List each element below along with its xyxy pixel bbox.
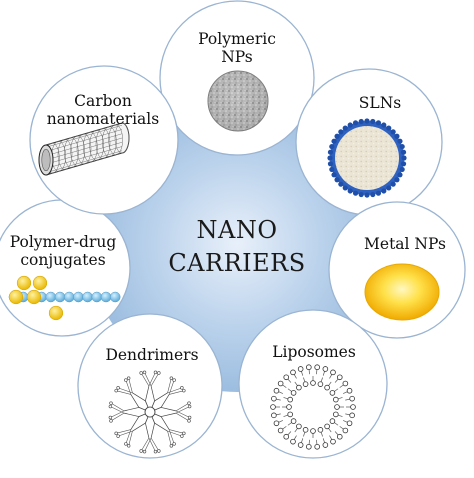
label-carbon-nanomaterials: Carbon nanomaterials <box>46 92 160 128</box>
center-title-line2: CARRIERS <box>168 249 306 277</box>
dendrimer-icon <box>108 370 192 454</box>
lipid-nanoparticle-icon <box>327 118 407 198</box>
label-dendrimers: Dendrimers <box>105 346 199 364</box>
label-metal-nps: Metal NPs <box>364 235 446 253</box>
circle-dendrimers <box>77 313 223 459</box>
center-title-line1: NANO <box>196 216 278 244</box>
gold-sphere-icon <box>364 263 440 321</box>
label-liposomes: Liposomes <box>272 343 356 361</box>
porous-sphere-icon <box>207 70 269 132</box>
label-slns: SLNs <box>358 94 402 112</box>
polymer-chain-icon <box>8 275 121 321</box>
liposome-bilayer-icon <box>270 364 356 450</box>
carbon-nanotube-icon <box>38 122 130 176</box>
center-title: NANO CARRIERS <box>167 214 307 280</box>
label-polymeric-nps: Polymeric NPs <box>198 30 276 66</box>
label-polymer-drug-conjugates: Polymer-drug conjugates <box>9 233 117 269</box>
